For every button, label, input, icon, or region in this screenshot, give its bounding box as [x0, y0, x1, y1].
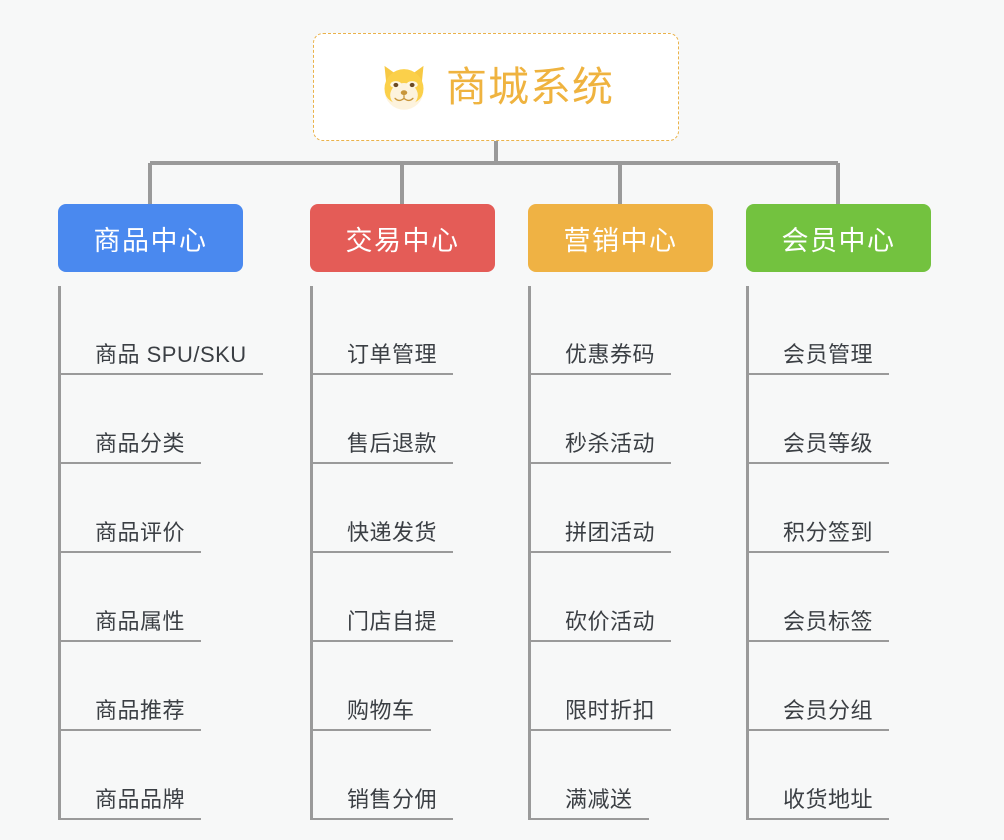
leaf-item[interactable]: 会员管理	[749, 286, 931, 375]
leaf-label: 商品 SPU/SKU	[95, 341, 247, 367]
leaf-item[interactable]: 优惠券码	[531, 286, 713, 375]
leaf-item[interactable]: 会员分组	[749, 642, 931, 731]
leaf-label: 会员标签	[783, 608, 874, 634]
leaf-item[interactable]: 会员等级	[749, 375, 931, 464]
leaf-label: 优惠券码	[565, 341, 656, 367]
leaf-item[interactable]: 砍价活动	[531, 553, 713, 642]
leaf-list-products: 商品 SPU/SKU 商品分类 商品评价 商品属性 商品推荐 商品品牌	[58, 286, 263, 820]
category-header-marketing[interactable]: 营销中心	[528, 204, 713, 272]
leaf-label: 秒杀活动	[565, 430, 656, 456]
category-column-trade: 交易中心 订单管理 售后退款 快递发货 门店自提 购物车 销售分佣	[310, 204, 495, 820]
leaf-item[interactable]: 商品推荐	[61, 642, 243, 731]
leaf-label: 购物车	[347, 697, 415, 723]
leaf-label: 积分签到	[783, 519, 874, 545]
leaf-item[interactable]: 订单管理	[313, 286, 495, 375]
leaf-label: 收货地址	[783, 786, 874, 812]
leaf-item[interactable]: 积分签到	[749, 464, 931, 553]
leaf-label: 砍价活动	[565, 608, 656, 634]
leaf-item[interactable]: 购物车	[313, 642, 495, 731]
leaf-list-trade: 订单管理 售后退款 快递发货 门店自提 购物车 销售分佣	[310, 286, 495, 820]
category-header-member[interactable]: 会员中心	[746, 204, 931, 272]
leaf-label: 会员等级	[783, 430, 874, 456]
leaf-label: 销售分佣	[347, 786, 438, 812]
leaf-item[interactable]: 销售分佣	[313, 731, 495, 820]
leaf-item[interactable]: 限时折扣	[531, 642, 713, 731]
leaf-label: 限时折扣	[565, 697, 656, 723]
leaf-label: 门店自提	[347, 608, 438, 634]
category-header-products[interactable]: 商品中心	[58, 204, 243, 272]
category-column-marketing: 营销中心 优惠券码 秒杀活动 拼团活动 砍价活动 限时折扣 满减送	[528, 204, 713, 820]
leaf-list-marketing: 优惠券码 秒杀活动 拼团活动 砍价活动 限时折扣 满减送	[528, 286, 713, 820]
leaf-item[interactable]: 满减送	[531, 731, 713, 820]
dog-face-icon	[384, 65, 424, 110]
leaf-item[interactable]: 商品分类	[61, 375, 243, 464]
leaf-item[interactable]: 秒杀活动	[531, 375, 713, 464]
leaf-label: 商品推荐	[95, 697, 186, 723]
root-node[interactable]: 商城系统	[313, 33, 679, 141]
leaf-label: 快递发货	[347, 519, 438, 545]
root-title: 商城系统	[446, 63, 614, 110]
leaf-label: 订单管理	[347, 341, 438, 367]
leaf-item[interactable]: 商品 SPU/SKU	[61, 286, 263, 375]
category-column-products: 商品中心 商品 SPU/SKU 商品分类 商品评价 商品属性 商品推荐 商品品牌	[58, 204, 263, 820]
leaf-label: 售后退款	[347, 430, 438, 456]
leaf-label: 商品评价	[95, 519, 186, 545]
leaf-item[interactable]: 快递发货	[313, 464, 495, 553]
category-column-member: 会员中心 会员管理 会员等级 积分签到 会员标签 会员分组 收货地址	[746, 204, 931, 820]
leaf-item[interactable]: 门店自提	[313, 553, 495, 642]
leaf-item[interactable]: 商品属性	[61, 553, 243, 642]
leaf-label: 商品品牌	[95, 786, 186, 812]
leaf-item[interactable]: 会员标签	[749, 553, 931, 642]
leaf-item[interactable]: 收货地址	[749, 731, 931, 820]
leaf-list-member: 会员管理 会员等级 积分签到 会员标签 会员分组 收货地址	[746, 286, 931, 820]
leaf-label: 拼团活动	[565, 519, 656, 545]
leaf-item[interactable]: 售后退款	[313, 375, 495, 464]
leaf-label: 会员管理	[783, 341, 874, 367]
leaf-label: 商品属性	[95, 608, 186, 634]
category-label: 营销中心	[563, 225, 678, 256]
category-header-trade[interactable]: 交易中心	[310, 204, 495, 272]
leaf-label: 商品分类	[95, 430, 186, 456]
leaf-item[interactable]: 拼团活动	[531, 464, 713, 553]
leaf-label: 会员分组	[783, 697, 874, 723]
category-label: 交易中心	[345, 225, 460, 256]
category-label: 商品中心	[93, 225, 208, 256]
leaf-label: 满减送	[565, 786, 633, 812]
leaf-item[interactable]: 商品品牌	[61, 731, 243, 820]
category-label: 会员中心	[781, 225, 896, 256]
leaf-item[interactable]: 商品评价	[61, 464, 243, 553]
